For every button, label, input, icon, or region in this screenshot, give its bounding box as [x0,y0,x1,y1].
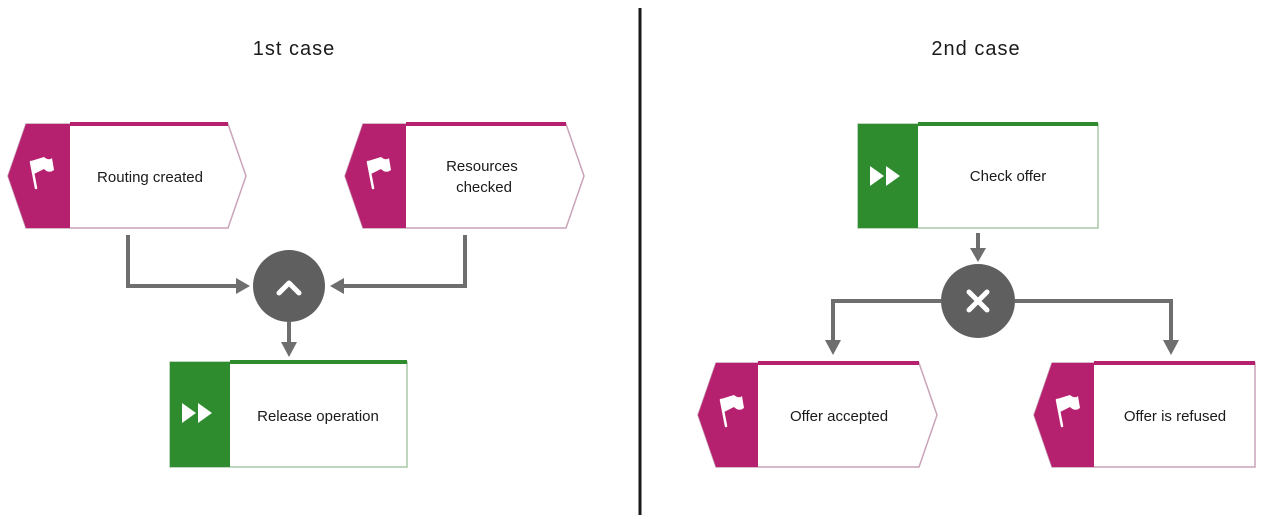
connector-resources-to-and [344,235,467,288]
arrowhead [825,340,841,355]
arrowhead [281,342,297,357]
event-offer-is-refused[interactable]: Offer is refused [1033,361,1256,468]
fast-forward-icon [870,166,900,186]
connector-routing-to-and [126,235,236,288]
event-label: Resources checked [446,158,522,196]
connector-xor-to-accepted [831,299,941,340]
event-offer-accepted[interactable]: Offer accepted [697,361,938,468]
xor-operator[interactable] [941,264,1015,338]
arrowhead [1163,340,1179,355]
event-label: Offer accepted [790,408,888,425]
function-label: Check offer [970,168,1046,185]
chevron-up-icon [276,280,302,296]
case-title-2: 2nd case [931,38,1020,60]
flag-icon [1055,395,1080,428]
flag-icon [719,395,744,428]
x-icon [966,289,990,313]
and-operator[interactable] [253,250,325,322]
function-check-offer[interactable]: Check offer [857,122,1099,229]
flag-icon [29,157,54,190]
flag-icon [366,157,391,190]
case-title-1: 1st case [253,38,335,60]
function-release-operation[interactable]: Release operation [169,360,408,468]
event-resources-checked[interactable]: Resources checked [344,122,585,229]
case-1: 1st case Routing created Resou [7,38,585,468]
event-label: Offer is refused [1124,408,1226,425]
event-routing-created[interactable]: Routing created [7,122,247,229]
arrowhead [970,248,986,262]
arrowhead [236,278,250,294]
arrowhead [330,278,344,294]
connector-xor-to-refused [1015,299,1173,340]
event-label: Routing created [97,169,203,186]
fast-forward-icon [182,403,212,423]
function-label: Release operation [257,408,379,425]
case-2: 2nd case Check offer [697,38,1256,468]
